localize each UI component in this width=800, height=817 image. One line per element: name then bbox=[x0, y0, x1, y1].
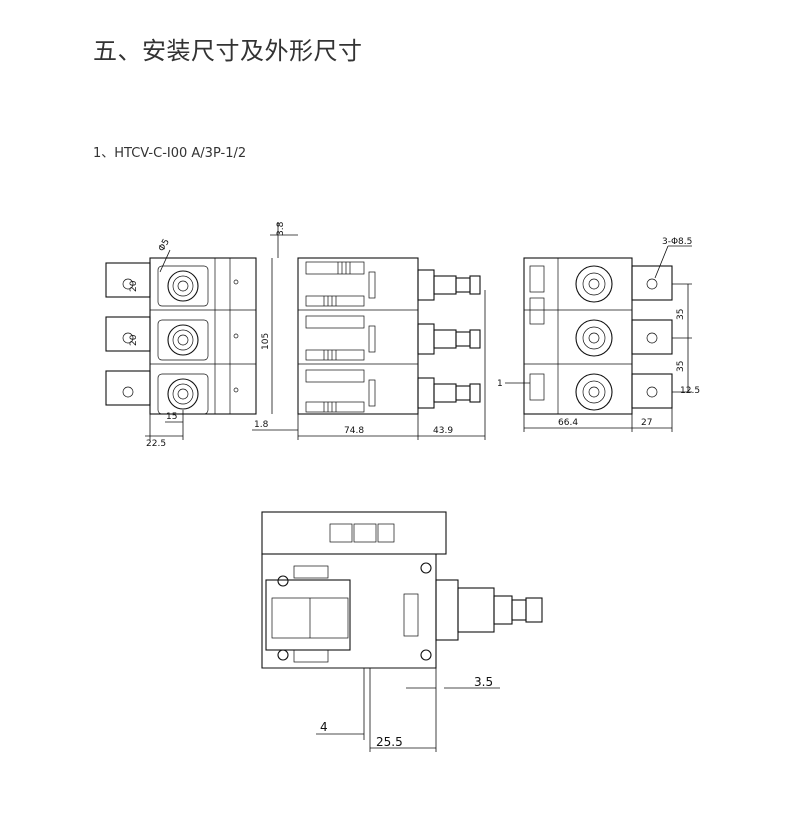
side-top-label: 3.8 bbox=[276, 221, 286, 236]
back-tab-label: 27 bbox=[641, 418, 652, 428]
side-base-label: 1.8 bbox=[254, 420, 269, 430]
back-pitch-label-2: 35 bbox=[676, 361, 686, 372]
back-holes-label: 3-Φ8.5 bbox=[662, 237, 692, 247]
detail-b-label: 4 bbox=[320, 720, 328, 734]
page-title: 五、安装尺寸及外形尺寸 bbox=[93, 37, 363, 65]
side-length-label: 74.8 bbox=[344, 426, 364, 436]
front-w1-label: 15 bbox=[166, 412, 177, 422]
detail-view: 3.5 4 25.5 bbox=[261, 511, 543, 752]
front-view: Φ5 20 20 15 22.5 bbox=[105, 237, 257, 449]
side-height-label: 105 bbox=[261, 333, 271, 350]
back-width-label: 66.4 bbox=[558, 418, 578, 428]
side-stem-label: 43.9 bbox=[433, 426, 453, 436]
detail-a-label: 3.5 bbox=[474, 675, 493, 689]
back-edge-label: 12.5 bbox=[680, 386, 700, 396]
back-view: 3-Φ8.5 35 35 12.5 1 66.4 27 bbox=[497, 237, 700, 432]
back-pitch-label-1: 35 bbox=[676, 309, 686, 320]
detail-c-label: 25.5 bbox=[376, 735, 403, 749]
side-view: 3.8 105 1.8 74.8 43.9 bbox=[252, 221, 486, 440]
front-w2-label: 22.5 bbox=[146, 439, 166, 449]
back-pin-label: 1 bbox=[497, 379, 503, 389]
model-subtitle: 1、HTCV-C-I00 A/3P-1/2 bbox=[93, 146, 247, 161]
front-pitch-label-1: 20 bbox=[129, 280, 139, 292]
front-pitch-label-2: 20 bbox=[129, 334, 139, 346]
